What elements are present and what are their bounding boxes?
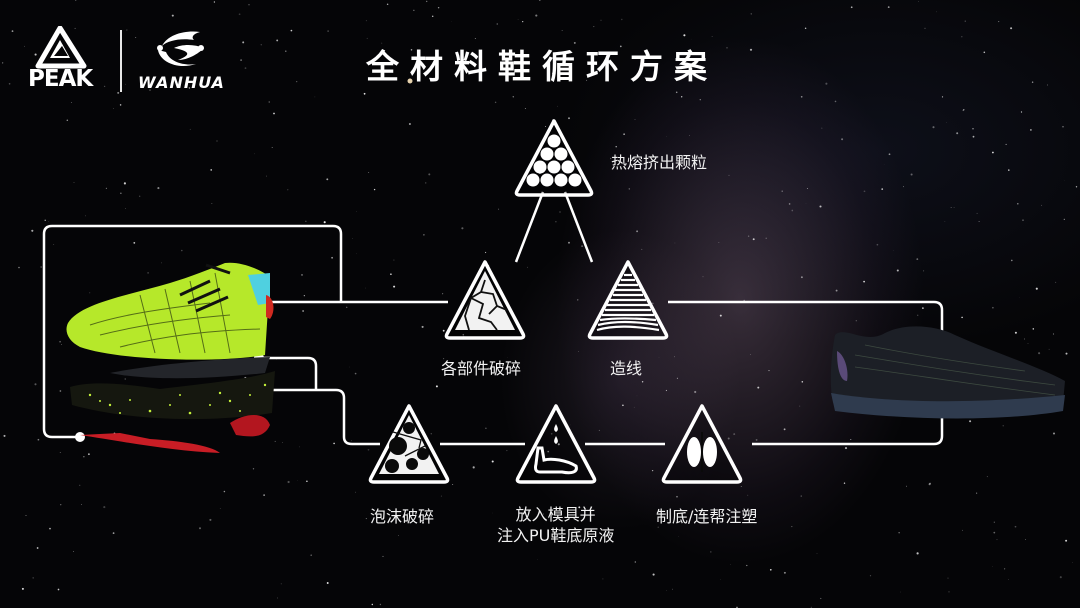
exploded-shoe-image: [66, 262, 275, 453]
black-shoe-image: [830, 326, 1065, 419]
wanhua-emblem-icon: [157, 31, 204, 67]
foam-bubbles-triangle-icon: [368, 404, 450, 484]
step-label-mold-pu: 放入模具并 注入PU鞋底原液: [497, 504, 614, 546]
page-title: 全材料鞋循环方案: [366, 47, 718, 86]
peak-logo: PEAK: [26, 25, 106, 96]
step-label-mold-pu-line1: 放入模具并: [515, 505, 596, 524]
peak-triangle-icon: [35, 25, 87, 69]
peak-logo-text: PEAK: [28, 66, 93, 92]
striped-triangle-icon: [587, 260, 669, 340]
footprints-triangle-icon: [661, 404, 743, 484]
step-label-mold-pu-line2: 注入PU鞋底原液: [497, 526, 615, 545]
step-label-sole-molding: 制底/连帮注塑: [656, 507, 758, 526]
step-label-make-yarn: 造线: [610, 359, 643, 378]
billiard-balls-triangle-icon: [514, 119, 594, 197]
step-label-foam-crush: 泡沫破碎: [370, 507, 435, 526]
step-label-pellets: 热熔挤出颗粒: [611, 153, 708, 172]
cracked-triangle-icon: [444, 260, 526, 340]
foot-drops-triangle-icon: [515, 404, 597, 484]
wanhua-logo: WANHUA: [138, 26, 228, 96]
step-label-crush-parts: 各部件破碎: [441, 359, 522, 378]
logo-divider: [120, 30, 122, 92]
wanhua-logo-text: WANHUA: [138, 73, 225, 92]
